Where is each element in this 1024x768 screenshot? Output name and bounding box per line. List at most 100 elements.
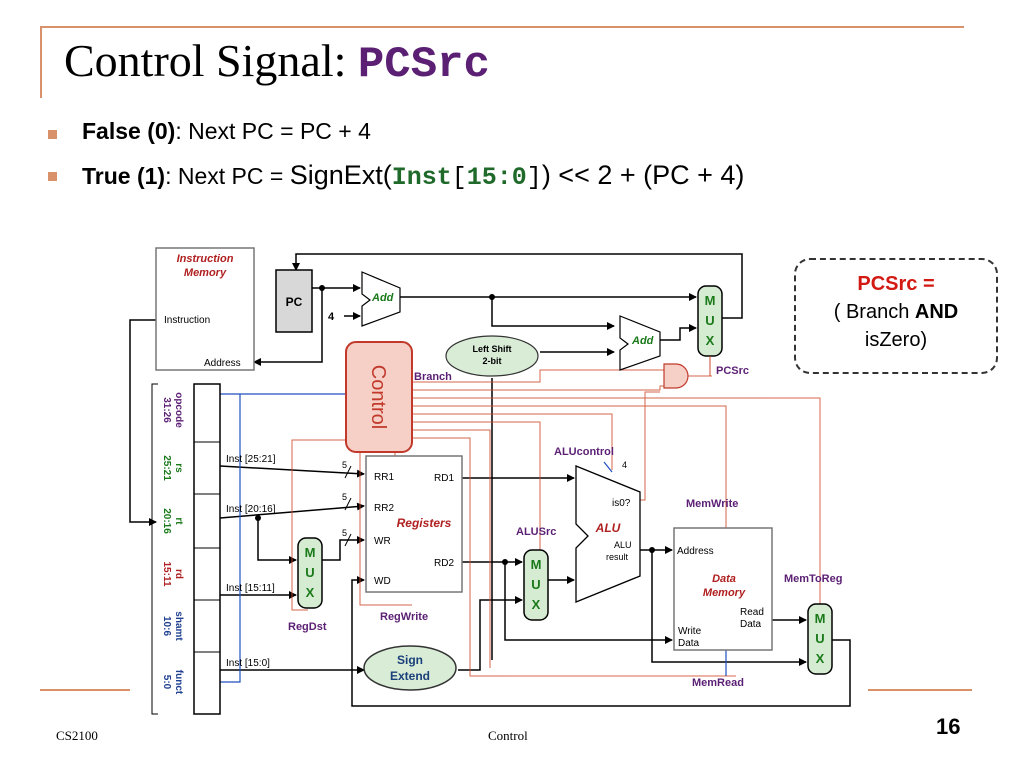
control-unit	[345, 341, 413, 453]
svg-text:PC: PC	[286, 295, 303, 309]
left-rule	[40, 26, 42, 98]
alucontrol-width: 4	[622, 460, 627, 470]
inst-20-16-label: Inst [20:16]	[226, 504, 276, 515]
svg-text:31:26: 31:26	[161, 397, 172, 423]
inst-25-21-label: Inst [25:21]	[226, 454, 276, 465]
svg-text:RD1: RD1	[434, 473, 454, 484]
footer-topic: Control	[488, 728, 528, 743]
svg-text:U: U	[531, 577, 540, 592]
instruction-field-bus	[151, 383, 221, 715]
memread-signal-label: MemRead	[692, 677, 744, 689]
svg-text:WR: WR	[374, 536, 391, 547]
svg-text:Data: Data	[740, 619, 762, 630]
svg-text:ALU: ALU	[614, 540, 632, 550]
pcsrc-mux: M U X	[697, 285, 723, 357]
inst-15-0-label: Inst [15:0]	[226, 658, 270, 669]
instruction-memory	[155, 247, 255, 371]
svg-text:15:11: 15:11	[161, 561, 172, 586]
branch-adder	[619, 315, 661, 371]
svg-text:2-bit: 2-bit	[483, 356, 502, 366]
pcsrc-signal-label: PCSrc	[716, 365, 749, 377]
svg-text:Instruction: Instruction	[164, 315, 210, 326]
alucontrol-signal-label: ALUcontrol	[554, 446, 614, 458]
svg-text:is0?: is0?	[612, 498, 631, 509]
memtoreg-signal-label: MemToReg	[784, 573, 842, 585]
slide-title: Control Signal: PCSrc	[64, 35, 490, 90]
svg-text:result: result	[606, 552, 629, 562]
svg-text:Data: Data	[678, 638, 700, 649]
regwrite-signal-label: RegWrite	[380, 611, 428, 623]
pcsrc-callout: PCSrc = ( Branch AND isZero)	[794, 258, 998, 374]
bus-width-rr2: 5	[342, 492, 347, 502]
svg-text:Memory: Memory	[184, 267, 227, 279]
const-four: 4	[328, 311, 335, 323]
svg-text:funct: funct	[173, 670, 184, 695]
svg-text:Control: Control	[367, 365, 389, 429]
svg-text:Add: Add	[371, 292, 394, 304]
sign-extend-unit	[363, 645, 457, 691]
inst-15-11-label: Inst [15:11]	[226, 583, 275, 594]
svg-text:Memory: Memory	[703, 587, 746, 599]
svg-text:Address: Address	[677, 546, 714, 557]
top-rule	[40, 26, 964, 28]
memtoreg-mux: M U X	[807, 603, 833, 675]
and-gate	[663, 363, 689, 389]
footer-rule-left	[40, 689, 130, 691]
svg-text:U: U	[705, 313, 714, 328]
svg-text:10:6: 10:6	[161, 616, 172, 636]
register-file	[365, 455, 463, 593]
svg-text:25:21: 25:21	[161, 455, 172, 481]
svg-text:Instruction: Instruction	[177, 253, 234, 265]
svg-text:rt: rt	[173, 517, 184, 525]
svg-text:M: M	[531, 557, 542, 572]
svg-text:M: M	[705, 293, 716, 308]
svg-text:Left Shift: Left Shift	[473, 344, 512, 354]
alusrc-mux: M U X	[523, 549, 549, 621]
svg-text:X: X	[306, 585, 315, 600]
svg-text:Write: Write	[678, 626, 702, 637]
svg-text:Extend: Extend	[390, 669, 430, 683]
bullet-square-icon	[48, 130, 57, 139]
footer-rule-right	[868, 689, 972, 691]
svg-text:rs: rs	[173, 463, 184, 473]
data-memory	[673, 527, 773, 651]
svg-text:M: M	[305, 545, 316, 560]
svg-text:ALU: ALU	[595, 521, 621, 535]
alu	[575, 465, 641, 603]
svg-text:RD2: RD2	[434, 558, 454, 569]
svg-text:Address: Address	[204, 358, 241, 369]
svg-text:shamt: shamt	[173, 611, 184, 641]
svg-text:U: U	[815, 631, 824, 646]
bullet-square-icon	[48, 172, 57, 181]
svg-text:Registers: Registers	[397, 516, 452, 530]
bus-width-rr1: 5	[342, 460, 347, 470]
svg-text:X: X	[706, 333, 715, 348]
alusrc-signal-label: ALUSrc	[516, 526, 556, 538]
svg-text:Sign: Sign	[397, 653, 423, 667]
footer-course: CS2100	[56, 728, 98, 743]
bus-width-wr: 5	[342, 528, 347, 538]
regdst-mux: M U X	[297, 537, 323, 609]
svg-text:rd: rd	[173, 569, 184, 579]
page-number: 16	[936, 714, 961, 739]
svg-text:5:0: 5:0	[161, 675, 172, 690]
svg-text:U: U	[305, 565, 314, 580]
svg-text:WD: WD	[374, 576, 391, 587]
svg-text:Read: Read	[740, 607, 764, 618]
svg-text:opcode: opcode	[173, 392, 184, 428]
regdst-signal-label: RegDst	[288, 621, 327, 633]
svg-text:Add: Add	[631, 335, 654, 347]
svg-text:X: X	[532, 597, 541, 612]
left-shift-unit	[445, 335, 539, 377]
branch-signal-label: Branch	[414, 371, 452, 383]
memwrite-signal-label: MemWrite	[686, 498, 738, 510]
pc-adder	[361, 271, 401, 327]
svg-text:Data: Data	[712, 573, 736, 585]
pc-register	[275, 269, 313, 333]
svg-text:RR1: RR1	[374, 472, 394, 483]
svg-text:X: X	[816, 651, 825, 666]
svg-text:RR2: RR2	[374, 503, 394, 514]
title-code: PCSrc	[357, 40, 490, 90]
svg-text:20:16: 20:16	[161, 508, 172, 534]
